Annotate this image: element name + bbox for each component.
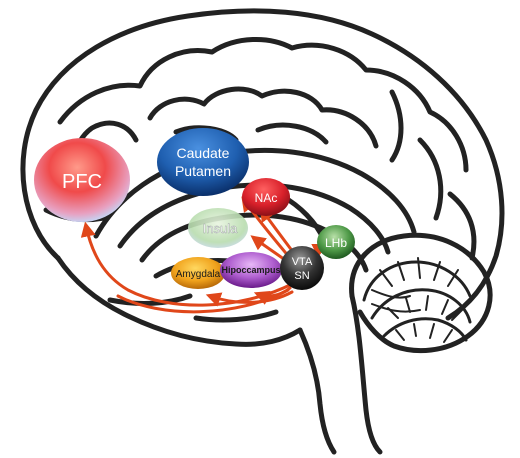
cerebellum: [349, 232, 493, 354]
region-hippocampus: Hipoccampus: [220, 252, 282, 288]
insula-label: Insula: [203, 221, 238, 236]
sn-label: SN: [294, 270, 309, 282]
lhb-label: LHb: [325, 236, 347, 250]
hippocampus-label: Hipoccampus: [221, 265, 280, 275]
region-caudate-putamen: Caudate Putamen: [157, 128, 249, 196]
putamen-label: Putamen: [175, 163, 231, 179]
vta-label: VTA: [292, 256, 313, 268]
region-vta-sn: VTA SN: [280, 246, 324, 290]
arrow-to-hippocampus: [253, 286, 292, 305]
amygdala-label: Amygdala: [176, 269, 221, 280]
caudate-label: Caudate: [177, 145, 230, 161]
region-insula: Insula: [188, 208, 248, 248]
region-lhb: LHb: [317, 225, 355, 259]
brain-outline: [20, 8, 505, 455]
pfc-label: PFC: [62, 171, 102, 193]
arrow-to-amygdala: [205, 290, 294, 307]
region-amygdala: Amygdala: [171, 257, 225, 289]
region-nac: NAc: [242, 178, 290, 216]
region-pfc: PFC: [34, 138, 130, 222]
arrow-to-pfc: [80, 221, 294, 307]
nac-label: NAc: [255, 191, 278, 205]
